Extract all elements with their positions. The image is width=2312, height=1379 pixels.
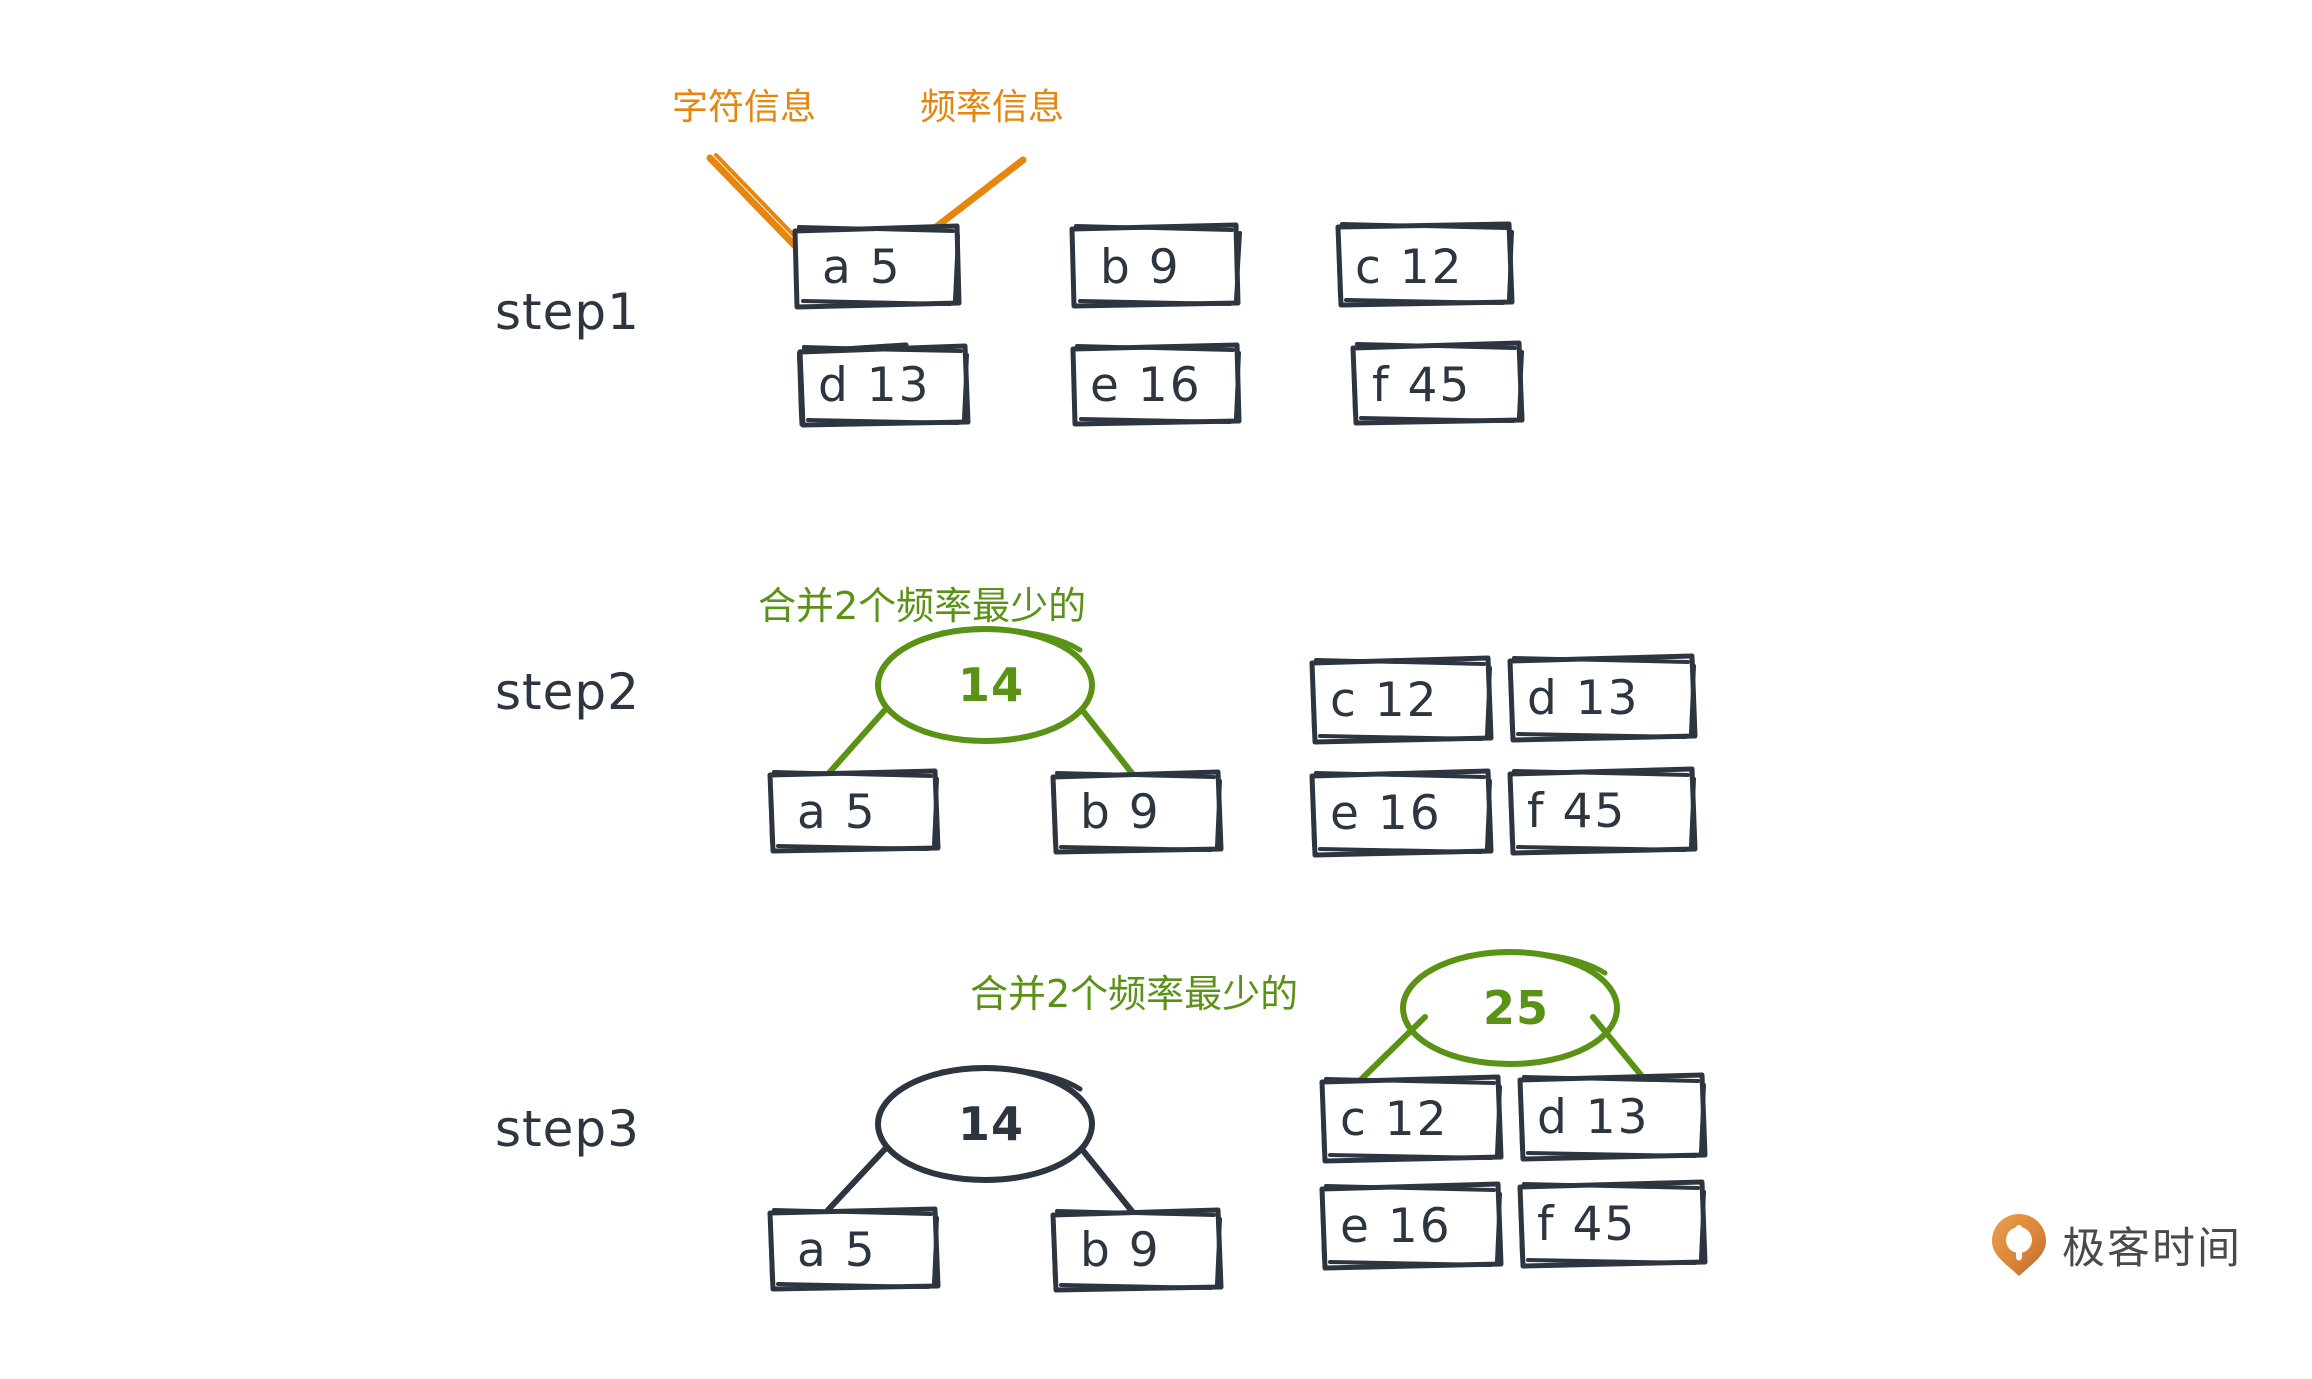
geektime-pin-icon xyxy=(1992,1214,2046,1276)
brand-logo: 极客时间 xyxy=(1988,1212,2242,1278)
step1-box-a-text: a 5 xyxy=(822,240,902,295)
step1-box-d-text: d 13 xyxy=(818,358,931,413)
step2-box-a-text: a 5 xyxy=(797,785,877,840)
step1-box-b-text: b 9 xyxy=(1100,240,1181,295)
step1-box-c-text: c 12 xyxy=(1355,240,1464,295)
step2-box-b-text: b 9 xyxy=(1080,785,1161,840)
step2-merge-label: 合并2个频率最少的 xyxy=(758,584,1087,628)
step2-label: step2 xyxy=(495,663,640,721)
step3-box-c-text: c 12 xyxy=(1340,1092,1449,1147)
step3-node-25-text: 25 xyxy=(1483,981,1550,1035)
step3-box-b-text: b 9 xyxy=(1080,1223,1161,1278)
step2-box-e-text: e 16 xyxy=(1330,786,1442,841)
step3-box-d-text: d 13 xyxy=(1537,1090,1650,1145)
step3-label: step3 xyxy=(495,1100,640,1158)
annotation-char-info: 字符信息 xyxy=(672,87,817,128)
annotation-freq-info: 频率信息 xyxy=(920,87,1065,128)
step3-box-a-text: a 5 xyxy=(797,1223,877,1278)
step3-merge-label: 合并2个频率最少的 xyxy=(970,972,1299,1016)
step3-box-f-text: f 45 xyxy=(1537,1197,1637,1252)
step2-box-c-text: c 12 xyxy=(1330,673,1439,728)
step2-node-14-text: 14 xyxy=(958,658,1025,712)
step1-label: step1 xyxy=(495,283,640,341)
step1-box-f-text: f 45 xyxy=(1372,358,1472,413)
step2-box-d-text: d 13 xyxy=(1527,671,1640,726)
brand-logo-text: 极客时间 xyxy=(2062,1224,2242,1274)
annotation-arrows xyxy=(706,153,1027,257)
step3-box-e-text: e 16 xyxy=(1340,1199,1452,1254)
step1-box-e-text: e 16 xyxy=(1090,358,1202,413)
step3-node-14-text: 14 xyxy=(958,1097,1025,1151)
step2-box-f-text: f 45 xyxy=(1527,784,1627,839)
